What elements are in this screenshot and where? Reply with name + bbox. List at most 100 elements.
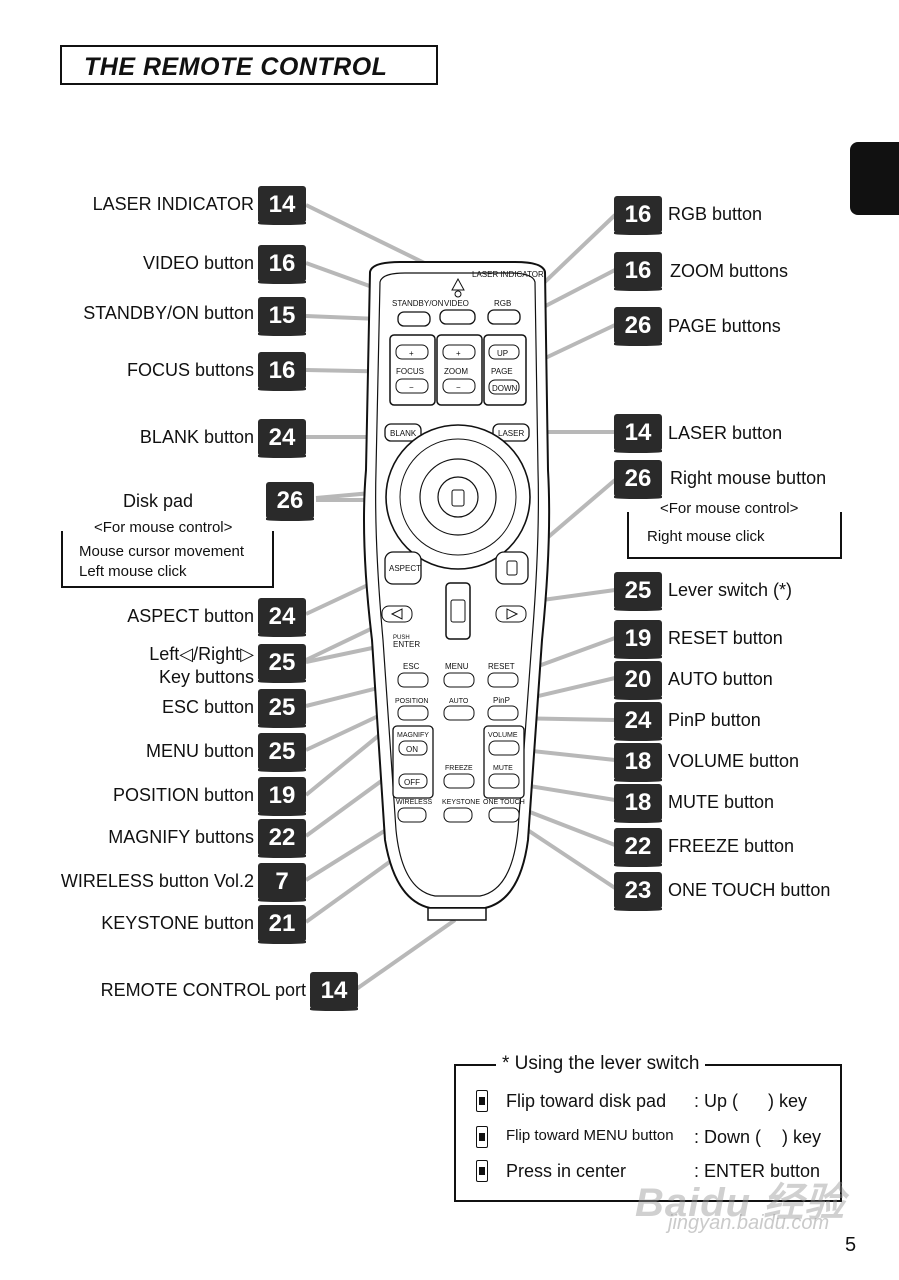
page-badge-laser-indicator: 14 [258, 186, 306, 225]
rl-mute: MUTE [493, 765, 513, 772]
lever-row-1-result: : Up ( [694, 1091, 739, 1111]
callout-label-blank: BLANK button [139, 427, 254, 447]
rl-freeze: FREEZE [445, 765, 473, 772]
page-badge-disk-pad: 26 [266, 482, 314, 521]
page-badge-esc: 25 [258, 689, 306, 728]
lever-down-icon [476, 1126, 488, 1148]
page-badge-aspect: 24 [258, 598, 306, 637]
lever-switch-box: * Using the lever switch Flip toward dis… [454, 1053, 842, 1202]
callout-label-standby: STANDBY/ON button [83, 303, 254, 323]
page-badge-page: 26 [614, 307, 662, 346]
callout-label-wireless: WIRELESS button Vol.2 [60, 871, 254, 891]
callout-label-focus: FOCUS buttons [126, 360, 254, 380]
rl-blank: BLANK [390, 429, 417, 438]
callout-label-menu: MENU button [145, 741, 254, 761]
callout-label-reset: RESET button [668, 628, 783, 648]
callout-label-remote-port: REMOTE CONTROL port [100, 980, 306, 1000]
right-mouse-note-heading: <For mouse control> [655, 500, 804, 517]
lever-row-3-result: : ENTER button [694, 1161, 821, 1181]
rl-onetouch: ONE TOUCH [483, 799, 525, 806]
page-badge-zoom: 16 [614, 252, 662, 291]
rl-on: ON [406, 745, 418, 754]
page-badge-menu: 25 [258, 733, 306, 772]
rl-keystone: KEYSTONE [442, 799, 480, 806]
remote-labels: LASER INDICATOR STANDBY/ON VIDEO RGB FOC… [389, 270, 544, 806]
page-badge-volume: 18 [614, 743, 662, 782]
rl-aspect: ASPECT [389, 564, 421, 573]
title-box: THE REMOTE CONTROL [60, 45, 438, 85]
rl-standby: STANDBY/ON [392, 299, 444, 308]
page-badge-auto: 20 [614, 661, 662, 700]
watermark-url: jingyan.baidu.com [668, 1212, 830, 1234]
rl-push: PUSH [393, 635, 410, 641]
callout-label-freeze: FREEZE button [668, 836, 795, 856]
page-badge-reset: 19 [614, 620, 662, 659]
disk-pad-note-line1: Mouse cursor movement [79, 543, 245, 560]
page-badge-right-mouse: 26 [614, 460, 662, 499]
callout-label-position: POSITION button [112, 785, 254, 805]
disk-pad-note-line2: Left mouse click [79, 563, 187, 580]
rl-focus-minus: − [409, 383, 414, 392]
callout-label-onetouch: ONE TOUCH button [668, 880, 831, 900]
callout-label-laser-indicator: LASER INDICATOR [92, 194, 254, 214]
callout-label-rgb: RGB button [668, 204, 763, 224]
lever-row-2-text: Flip toward MENU button [506, 1127, 674, 1144]
callout-label-esc: ESC button [161, 697, 254, 717]
page-badge-freeze: 22 [614, 828, 662, 867]
callout-label-left-right: Left◁/Right▷ [149, 644, 254, 664]
page-badge-remote-port: 14 [310, 972, 358, 1011]
lever-box-heading: * Using the lever switch [496, 1053, 706, 1075]
lever-up-icon [476, 1090, 488, 1112]
rl-page: PAGE [491, 367, 513, 376]
disk-pad-note-heading: <For mouse control> [89, 519, 238, 536]
page-badge-left-right: 25 [258, 644, 306, 683]
rl-video: VIDEO [444, 299, 469, 308]
callout-label-key-buttons: Key buttons [158, 667, 254, 687]
callout-label-zoom: ZOOM buttons [670, 261, 789, 281]
callout-label-disk-pad: Disk pad [123, 491, 194, 511]
page-title: THE REMOTE CONTROL [84, 53, 388, 81]
rl-auto: AUTO [449, 698, 469, 705]
lever-row-2-result: : Down ( [694, 1127, 762, 1147]
page-badge-blank: 24 [258, 419, 306, 458]
lever-row-2-key: ) key [782, 1127, 822, 1147]
rl-esc: ESC [403, 662, 420, 671]
lever-center-icon [476, 1160, 488, 1182]
rl-down: DOWN [492, 384, 518, 393]
page-badge-laser: 14 [614, 414, 662, 453]
page-badge-pinp: 24 [614, 702, 662, 741]
page-badge-rgb: 16 [614, 196, 662, 235]
rl-reset: RESET [488, 662, 515, 671]
rl-position: POSITION [395, 698, 428, 705]
callout-label-right-mouse: Right mouse button [670, 468, 827, 488]
rl-magnify: MAGNIFY [397, 732, 429, 739]
callout-label-video: VIDEO button [142, 253, 254, 273]
page-badge-wireless: 7 [258, 863, 306, 902]
lever-row-1-key: ) key [768, 1091, 808, 1111]
rl-enter: ENTER [393, 640, 420, 649]
callout-label-pinp: PinP button [668, 710, 761, 730]
callout-label-mute: MUTE button [668, 792, 775, 812]
lever-row-1-text: Flip toward disk pad [506, 1091, 667, 1111]
rl-off: OFF [404, 778, 420, 787]
watermark-logo: Baidu 经验 [635, 1181, 846, 1225]
page-badge-mute: 18 [614, 784, 662, 823]
page-badge-magnify: 22 [258, 819, 306, 858]
rl-menu: MENU [445, 662, 469, 671]
right-mouse-note-line1: Right mouse click [647, 528, 765, 545]
callout-label-auto: AUTO button [668, 669, 773, 689]
rl-laser-indicator: LASER INDICATOR [472, 270, 544, 279]
page-badge-lever: 25 [614, 572, 662, 611]
remote-body [363, 261, 551, 921]
page-badge-keystone: 21 [258, 905, 306, 944]
page-badge-onetouch: 23 [614, 872, 662, 911]
callout-label-lever: Lever switch (*) [668, 580, 793, 600]
callout-label-keystone: KEYSTONE button [101, 913, 254, 933]
page-badge-standby: 15 [258, 297, 306, 336]
rl-volume: VOLUME [488, 732, 518, 739]
section-tab [850, 142, 899, 215]
rl-rgb: RGB [494, 299, 511, 308]
rl-zoom-minus: − [456, 383, 461, 392]
rl-up: UP [497, 349, 508, 358]
rl-focus: FOCUS [396, 367, 424, 376]
